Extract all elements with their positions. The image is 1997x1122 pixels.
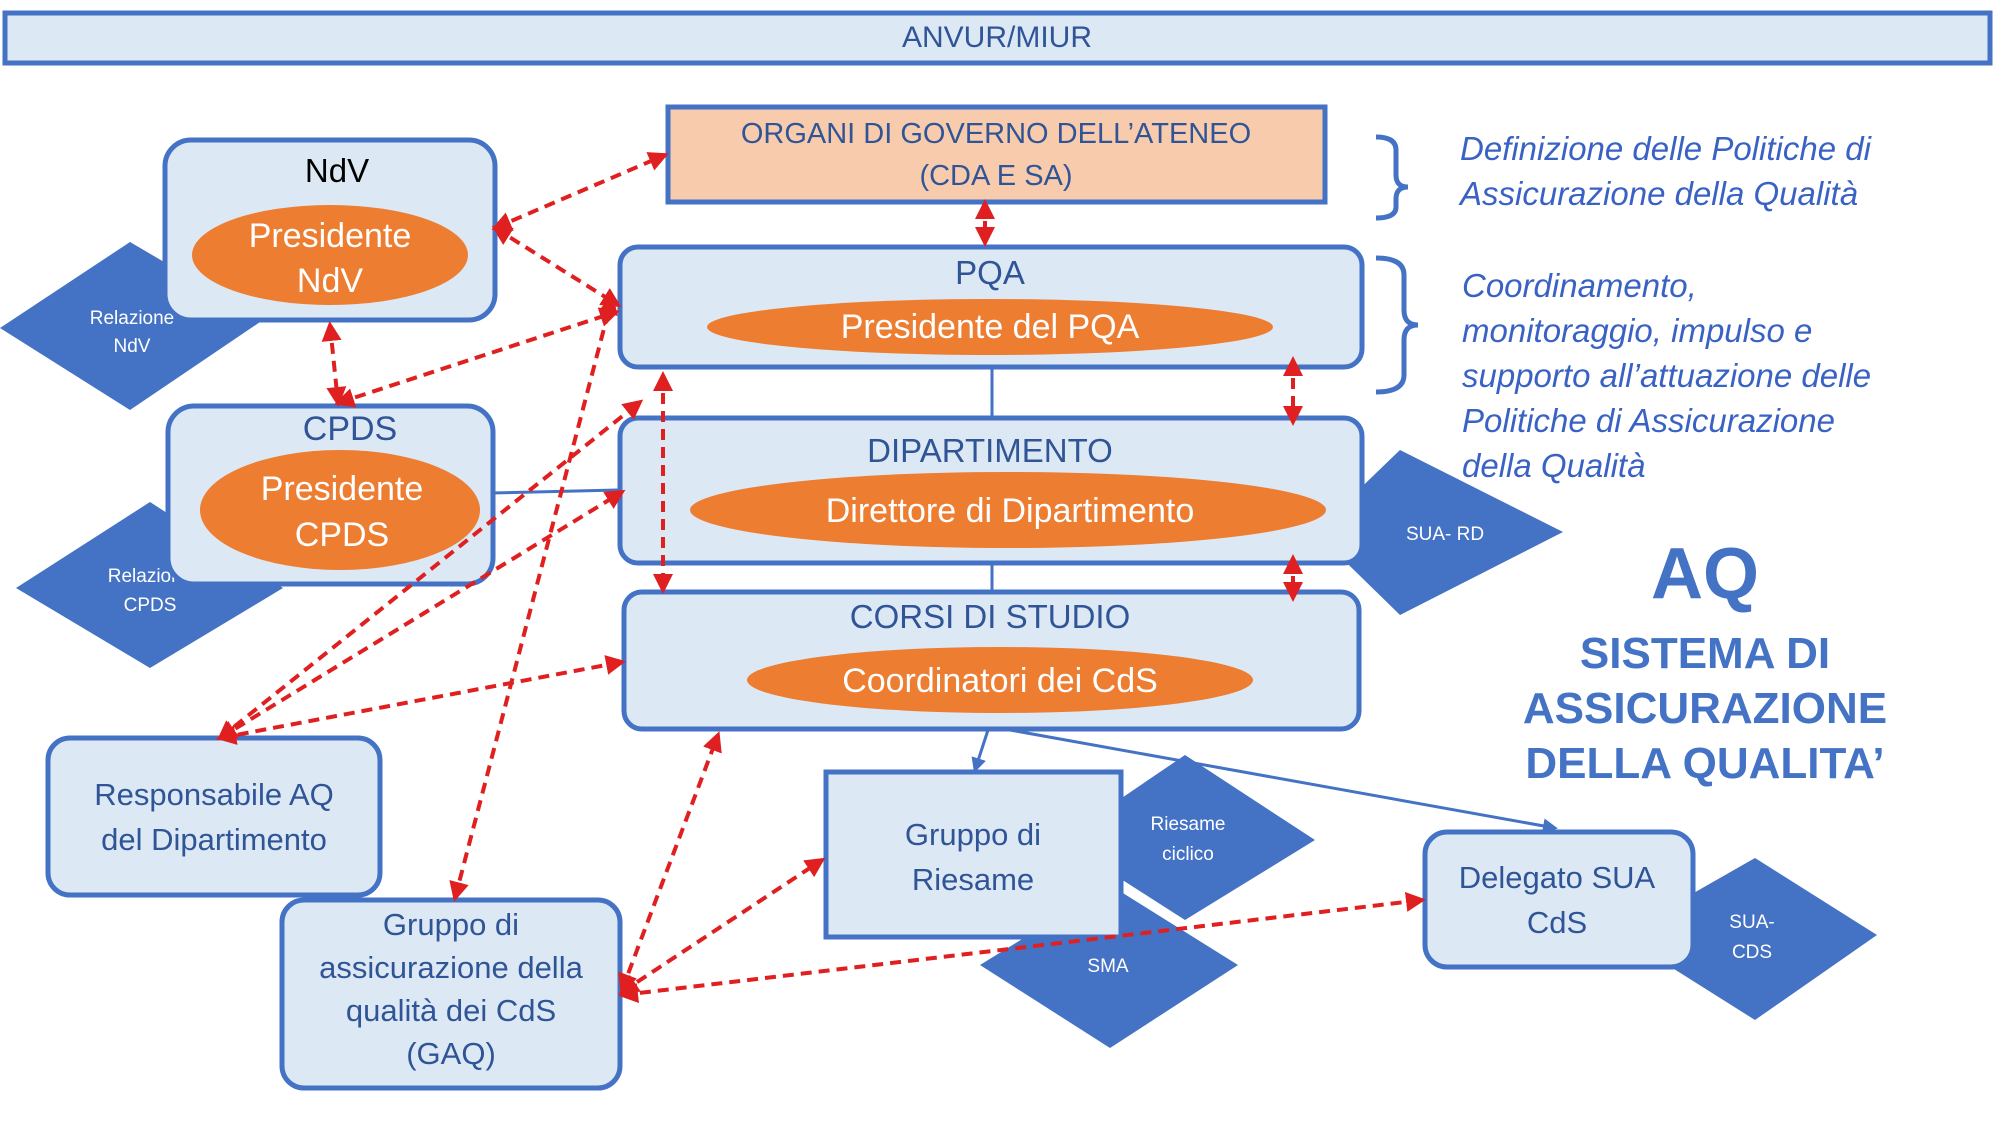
svg-text:ciclico: ciclico [1162,844,1214,865]
annotation-definizione: Definizione delle Politiche di Assicuraz… [1458,130,1873,212]
svg-text:Riesame: Riesame [912,862,1034,897]
aq-title-block: AQ SISTEMA DI ASSICURAZIONE DELLA QUALIT… [1523,534,1887,788]
svg-text:Definizione delle Politiche di: Definizione delle Politiche di [1460,130,1873,167]
svg-text:CORSI DI STUDIO: CORSI DI STUDIO [850,598,1131,635]
svg-text:CPDS: CPDS [124,595,177,616]
svg-text:SUA-: SUA- [1729,912,1774,933]
box-pqa: PQA Presidente del PQA [617,244,1365,370]
svg-text:Presidente del PQA: Presidente del PQA [841,308,1140,346]
svg-text:del Dipartimento: del Dipartimento [101,822,327,857]
box-organi-di-governo: ORGANI DI GOVERNO DELL’ATENEO (CDA E SA) [665,104,1328,205]
arrow-responsabile-corsi [216,655,626,745]
svg-text:SUA- RD: SUA- RD [1406,524,1484,545]
svg-text:Riesame: Riesame [1151,814,1226,835]
oval-coordinatori-cds [747,647,1253,713]
oval-direttore-dipartimento [690,472,1326,548]
svg-text:Politiche di Assicurazione: Politiche di Assicurazione [1462,402,1835,439]
diamond-riesame-ciclico: Riesame ciclico [1060,755,1315,920]
svg-text:DELLA QUALITA’: DELLA QUALITA’ [1525,739,1884,788]
connector-cpds-dipartimento [491,488,619,495]
svg-text:Gruppo di: Gruppo di [905,817,1041,852]
svg-text:Coordinatori dei CdS: Coordinatori dei CdS [842,662,1158,700]
box-ndv: NdV Presidente NdV [162,137,498,323]
connector-corsi-riesame [971,729,990,773]
arrow-ndv-pqa [491,225,622,308]
svg-text:ASSICURAZIONE: ASSICURAZIONE [1523,684,1887,733]
box-responsabile-aq: Responsabile AQ del Dipartimento [45,735,383,898]
box-dipartimento: DIPARTIMENTO Direttore di Dipartimento [617,415,1365,566]
svg-text:NdV: NdV [114,336,151,357]
svg-text:assicurazione della: assicurazione della [319,950,583,985]
arrow-gaq-delegato [618,891,1426,1004]
svg-text:CdS: CdS [1527,905,1587,940]
oval-presidente-ndv [192,205,468,305]
svg-text:NdV: NdV [297,262,363,300]
svg-text:DIPARTIMENTO: DIPARTIMENTO [867,432,1113,469]
box-delegato-sua-cds: Delegato SUA CdS [1422,829,1696,970]
arrow-cpds-pqa [334,307,620,408]
aq-title: AQ [1651,534,1759,614]
arrow-ndv-cpds [321,321,347,407]
svg-text:PQA: PQA [955,254,1025,291]
box-corsi-di-studio: CORSI DI STUDIO Coordinatori dei CdS [621,589,1362,732]
banner-label: ANVUR/MIUR [902,21,1092,54]
svg-text:supporto all’attuazione delle: supporto all’attuazione delle [1462,357,1871,394]
svg-text:Presidente: Presidente [261,470,424,508]
svg-text:monitoraggio, impulso e: monitoraggio, impulso e [1462,312,1812,349]
box-cpds: CPDS Presidente CPDS [165,403,496,587]
svg-text:Direttore di Dipartimento: Direttore di Dipartimento [826,492,1194,530]
svg-text:Relazione: Relazione [90,308,175,329]
anvur-miur-banner: ANVUR/MIUR [2,10,1993,66]
svg-text:CDS: CDS [1732,942,1772,963]
arrow-gaq-riesame [618,857,826,995]
svg-text:Coordinamento,: Coordinamento, [1462,267,1697,304]
diamond-sua-rd: SUA- RD [1315,450,1563,615]
svg-text:(CDA E SA): (CDA E SA) [919,160,1072,192]
svg-text:Responsabile AQ: Responsabile AQ [94,777,334,812]
svg-text:CPDS: CPDS [295,516,389,554]
svg-text:qualità dei CdS: qualità dei CdS [346,993,556,1028]
arrow-ndv-organi [491,152,669,231]
svg-text:Gruppo di: Gruppo di [383,907,519,942]
svg-text:CPDS: CPDS [303,410,397,448]
svg-text:della Qualità: della Qualità [1462,447,1645,484]
arrow-gaq-corsi [618,731,722,994]
red-dashed-arrows [216,152,1426,1004]
connector-corsi-delegato [1009,728,1558,834]
annotation-coordinamento: Coordinamento, monitoraggio, impulso e s… [1462,267,1871,484]
svg-text:Delegato SUA: Delegato SUA [1459,860,1656,895]
svg-text:Assicurazione della Qualità: Assicurazione della Qualità [1458,175,1858,212]
svg-text:SMA: SMA [1087,956,1129,977]
box-gaq: Gruppo di assicurazione della qualità de… [279,897,623,1091]
svg-text:SISTEMA DI: SISTEMA DI [1580,629,1830,678]
svg-text:ORGANI DI GOVERNO DELL’ATENEO: ORGANI DI GOVERNO DELL’ATENEO [741,118,1251,150]
brace-definizione [1375,134,1409,221]
svg-text:NdV: NdV [305,152,369,189]
brace-coordinamento [1375,255,1419,395]
arrow-gaq-pqa [449,294,618,902]
svg-text:(GAQ): (GAQ) [406,1036,496,1071]
oval-presidente-pqa [707,299,1273,355]
box-gruppo-riesame: Gruppo di Riesame [823,769,1124,940]
svg-text:Presidente: Presidente [249,217,412,255]
